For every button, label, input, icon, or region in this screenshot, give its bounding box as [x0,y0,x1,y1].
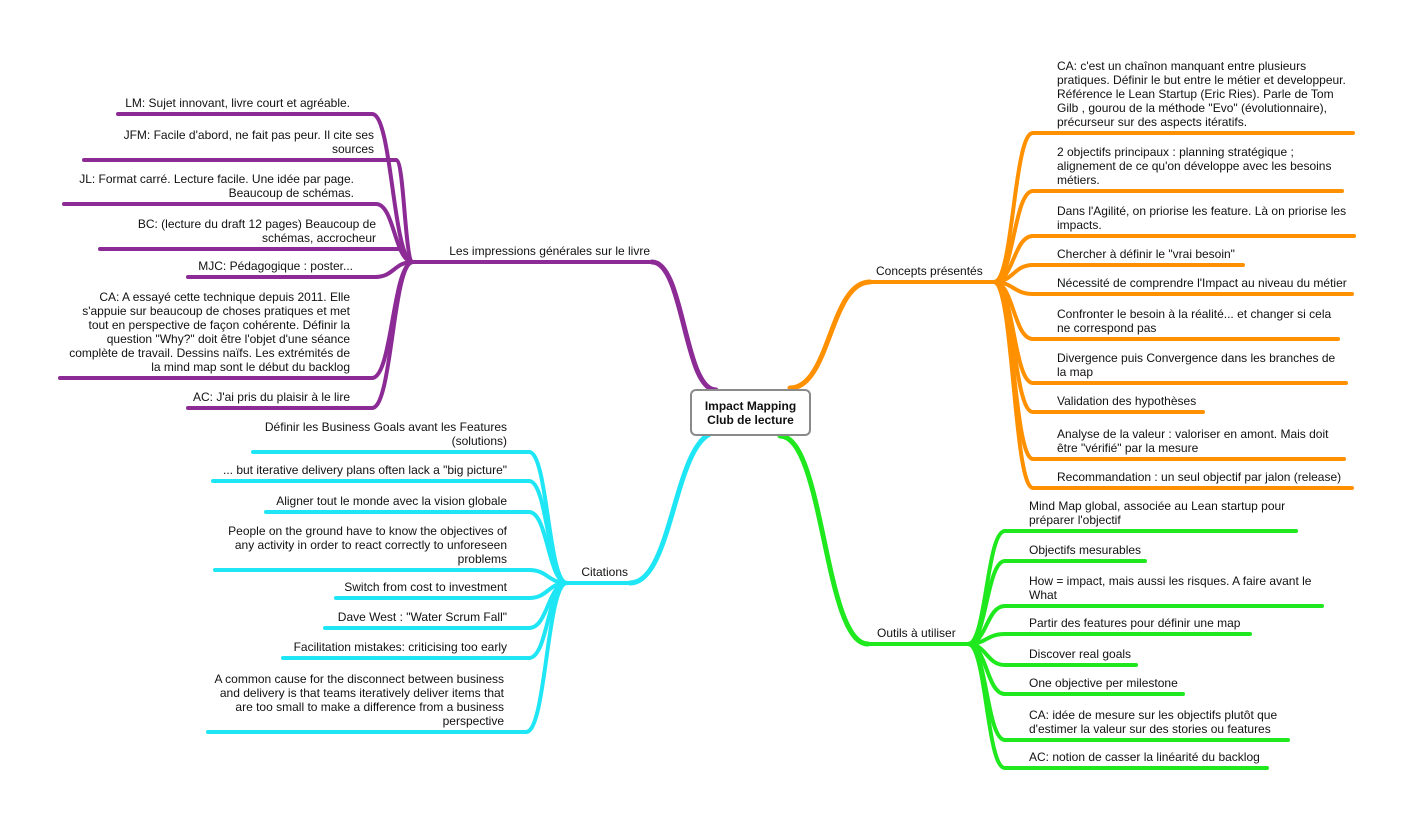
concepts-item[interactable]: Dans l'Agilité, on priorise les feature.… [1057,204,1347,232]
concepts-child-connector [992,280,1035,490]
impressions-item[interactable]: JFM: Facile d'abord, ne fait pas peur. I… [123,128,374,156]
outils-item[interactable]: Mind Map global, associée au Lean startu… [1029,499,1286,527]
concepts-item[interactable]: Chercher à définir le "vrai besoin" [1057,247,1235,261]
concepts-item[interactable]: 2 objectifs principaux : planning straté… [1057,145,1332,187]
citations-child-connector [524,581,569,734]
impressions-child-connector [370,260,415,380]
outils-item[interactable]: Partir des features pour définir une map [1029,616,1241,630]
citations-item[interactable]: Définir les Business Goals avant les Fea… [264,420,507,448]
impressions-child-connector [370,260,415,410]
citations-child-connector [527,450,569,585]
citations-item[interactable]: Dave West : "Water Scrum Fall" [337,610,507,624]
concepts-item[interactable]: Recommandation : un seul objectif par ja… [1057,470,1342,484]
citations-item[interactable]: Aligner tout le monde avec la vision glo… [276,494,507,508]
impressions-item[interactable]: MJC: Pédagogique : poster... [198,259,353,273]
concepts-item[interactable]: Validation des hypothèses [1057,394,1197,408]
citations-branch-label[interactable]: Citations [581,565,628,579]
impressions-item[interactable]: CA: A essayé cette technique depuis 2011… [69,290,350,374]
impressions-child-connector [394,158,415,264]
concepts-item[interactable]: Analyse de la valeur : valoriser en amon… [1057,427,1329,455]
impressions-item[interactable]: JL: Format carré. Lecture facile. Une id… [79,172,354,200]
concepts-branch-label[interactable]: Concepts présentés [876,264,983,278]
citations-item[interactable]: A common cause for the disconnect betwee… [214,672,505,728]
concepts-item[interactable]: Nécessité de comprendre l'Impact au nive… [1057,276,1347,290]
outils-item[interactable]: CA: idée de mesure sur les objectifs plu… [1029,708,1278,736]
outils-connector [777,433,871,647]
impressions-item[interactable]: LM: Sujet innovant, livre court et agréa… [125,96,350,110]
citations-child-connector [527,479,569,585]
citations-item[interactable]: Switch from cost to investment [344,580,507,594]
outils-child-connector [966,559,1007,646]
outils-item[interactable]: AC: notion de casser la linéarité du bac… [1029,750,1260,764]
citations-item[interactable]: People on the ground have to know the ob… [228,524,507,566]
outils-item[interactable]: Objectifs mesurables [1029,543,1142,557]
central-node[interactable]: Impact Mapping Club de lecture [690,389,811,436]
concepts-connector [787,279,873,391]
concepts-item[interactable]: Confronter le besoin à la réalité... et … [1057,307,1332,335]
impressions-branch-label[interactable]: Les impressions générales sur le livre [449,244,650,258]
concepts-item[interactable]: Divergence puis Convergence dans les bra… [1057,351,1336,379]
citations-item[interactable]: Facilitation mistakes: criticising too e… [293,640,507,654]
concepts-item[interactable]: CA: c'est un chaînon manquant entre plus… [1057,59,1346,129]
outils-item[interactable]: Discover real goals [1029,647,1132,661]
impressions-item[interactable]: BC: (lecture du draft 12 pages) Beaucoup… [137,217,376,245]
impressions-item[interactable]: AC: J'ai pris du plaisir à le lire [192,390,350,404]
outils-branch-label[interactable]: Outils à utiliser [877,626,956,640]
citations-item[interactable]: ... but iterative delivery plans often l… [223,463,507,477]
outils-child-connector [966,642,1007,770]
citations-connector [627,429,721,586]
impressions-connector [649,259,719,393]
outils-item[interactable]: How = impact, mais aussi les risques. A … [1029,574,1312,602]
outils-item[interactable]: One objective per milestone [1029,676,1178,690]
